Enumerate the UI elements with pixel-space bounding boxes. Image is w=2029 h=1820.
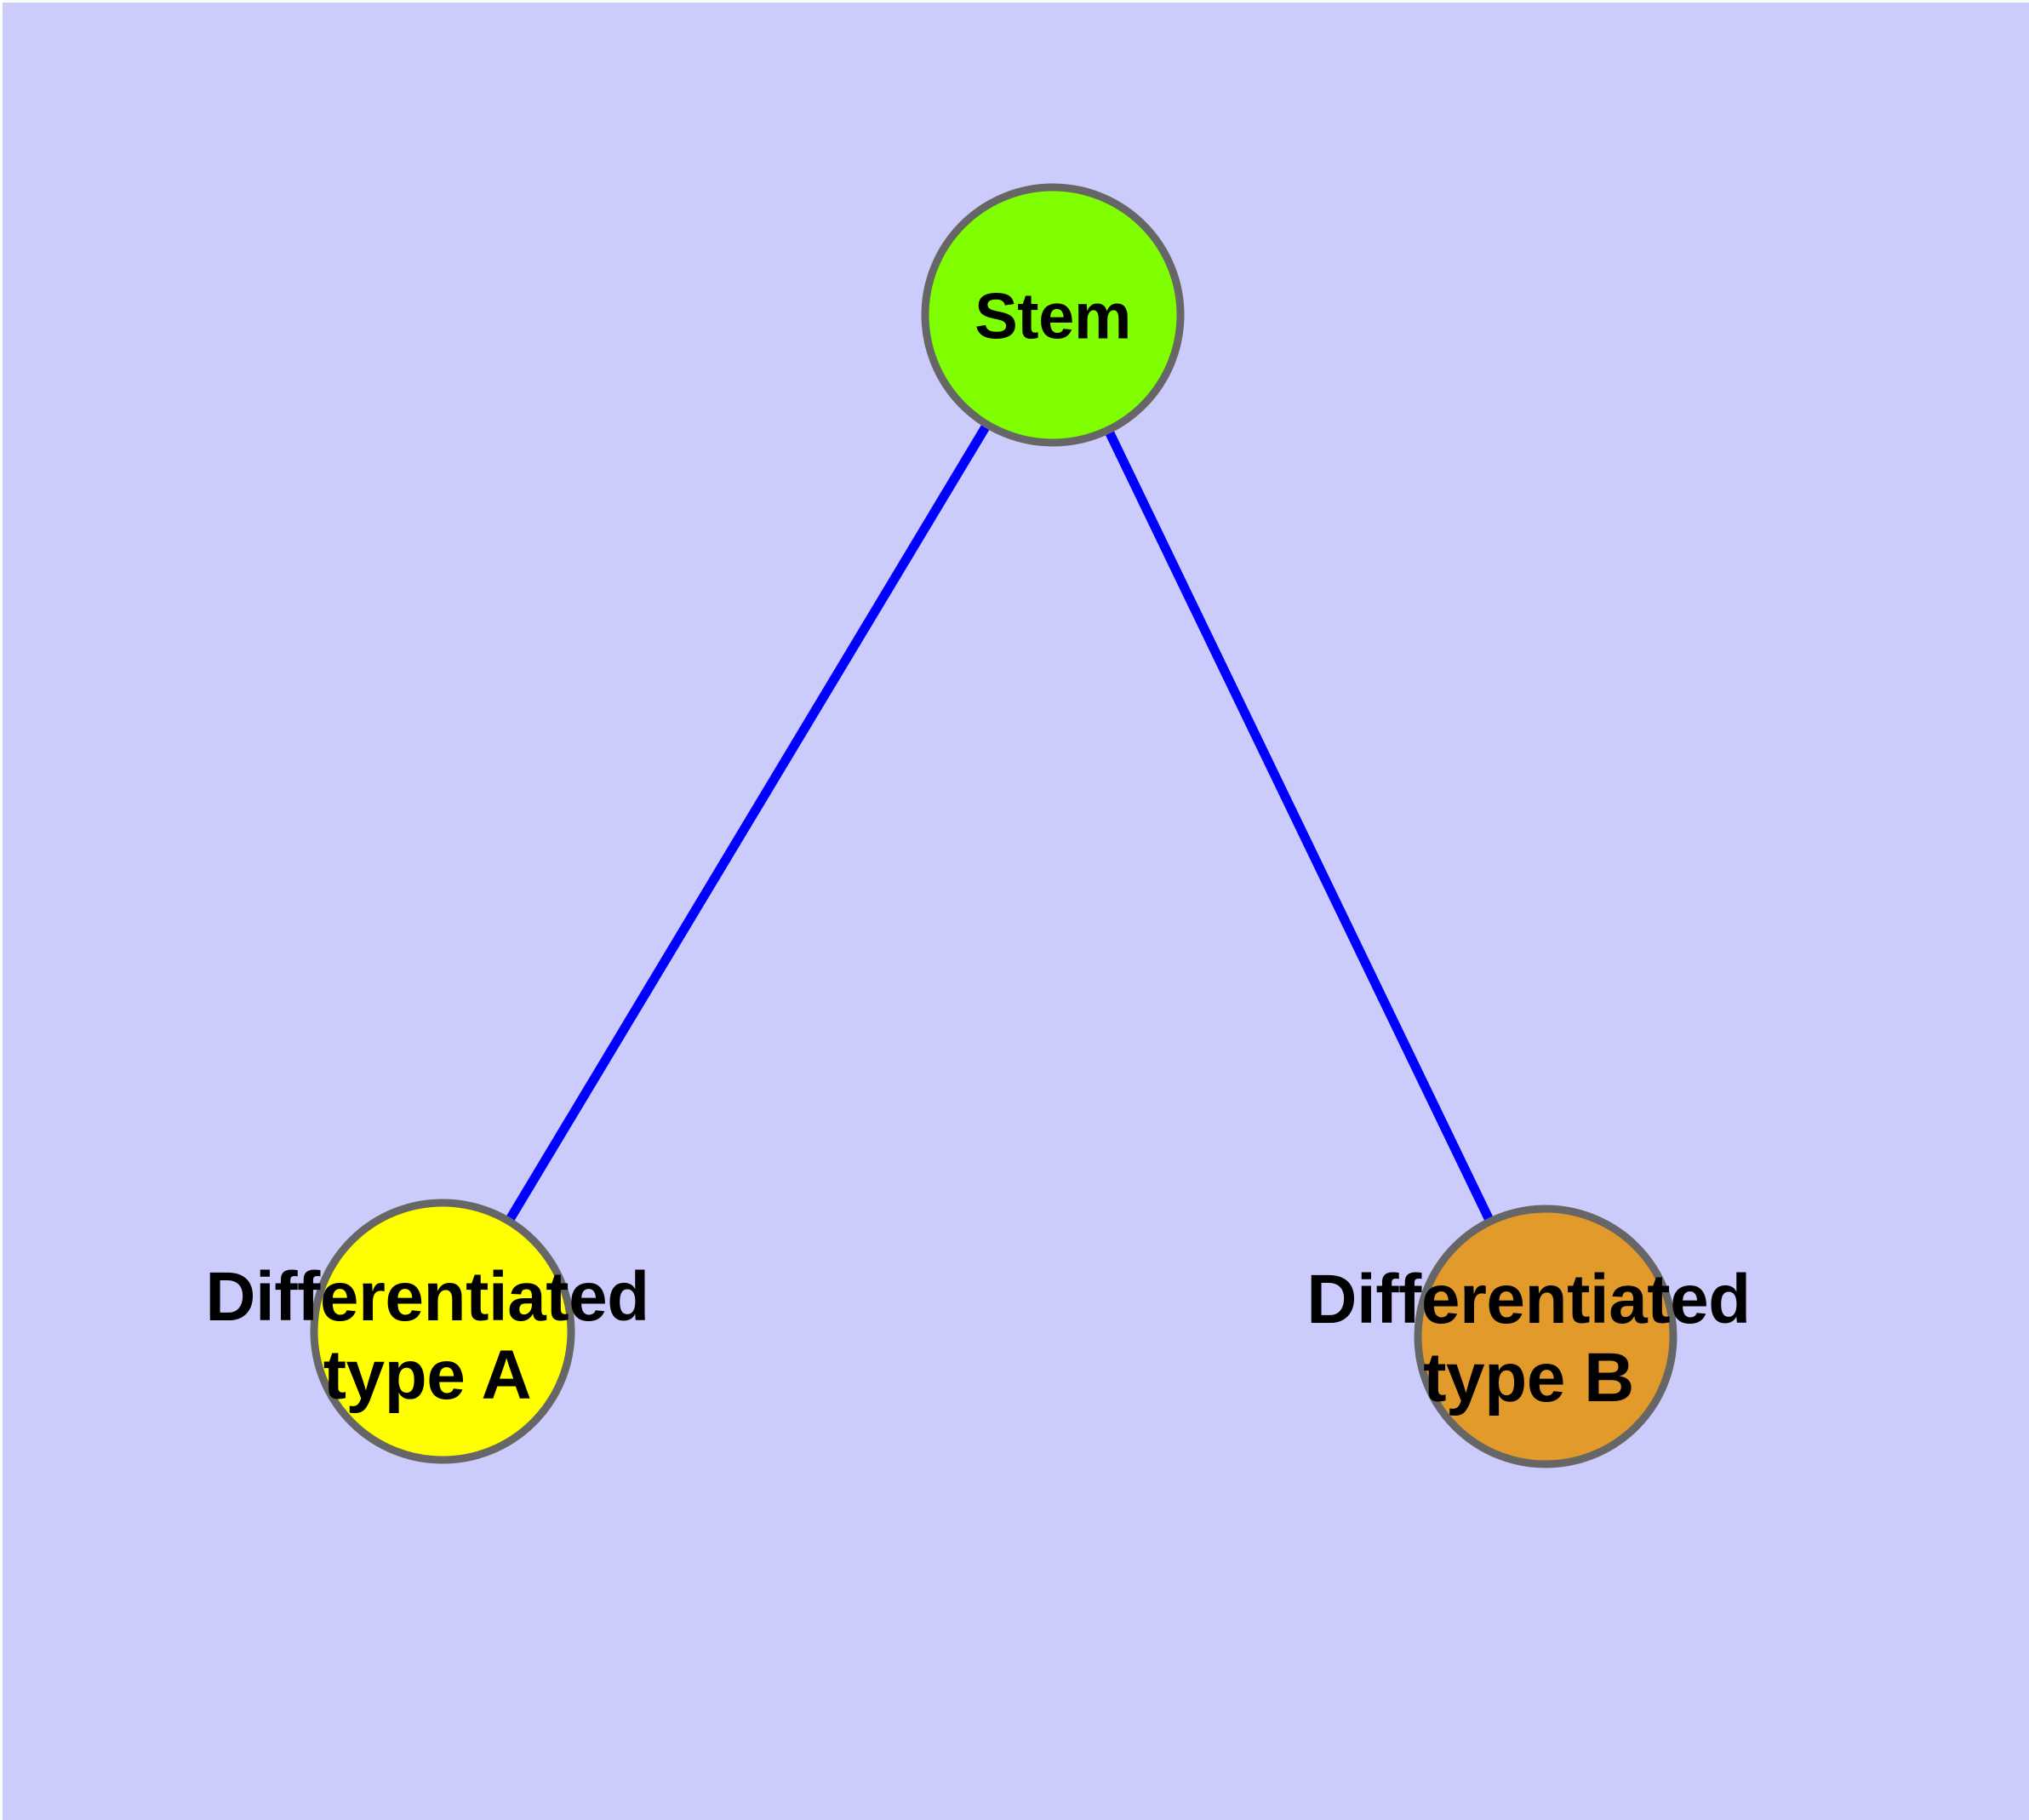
node-circle-diff_a[interactable]	[310, 1199, 575, 1464]
edge-stem-to-diff-b[interactable]	[1049, 312, 1550, 1339]
edge-stem-to-diff-a[interactable]	[438, 312, 1057, 1334]
node-layer	[310, 183, 1677, 1468]
node-circle-stem[interactable]	[921, 183, 1185, 447]
edge-layer	[438, 312, 1550, 1339]
node-circle-diff_b[interactable]	[1414, 1205, 1677, 1468]
